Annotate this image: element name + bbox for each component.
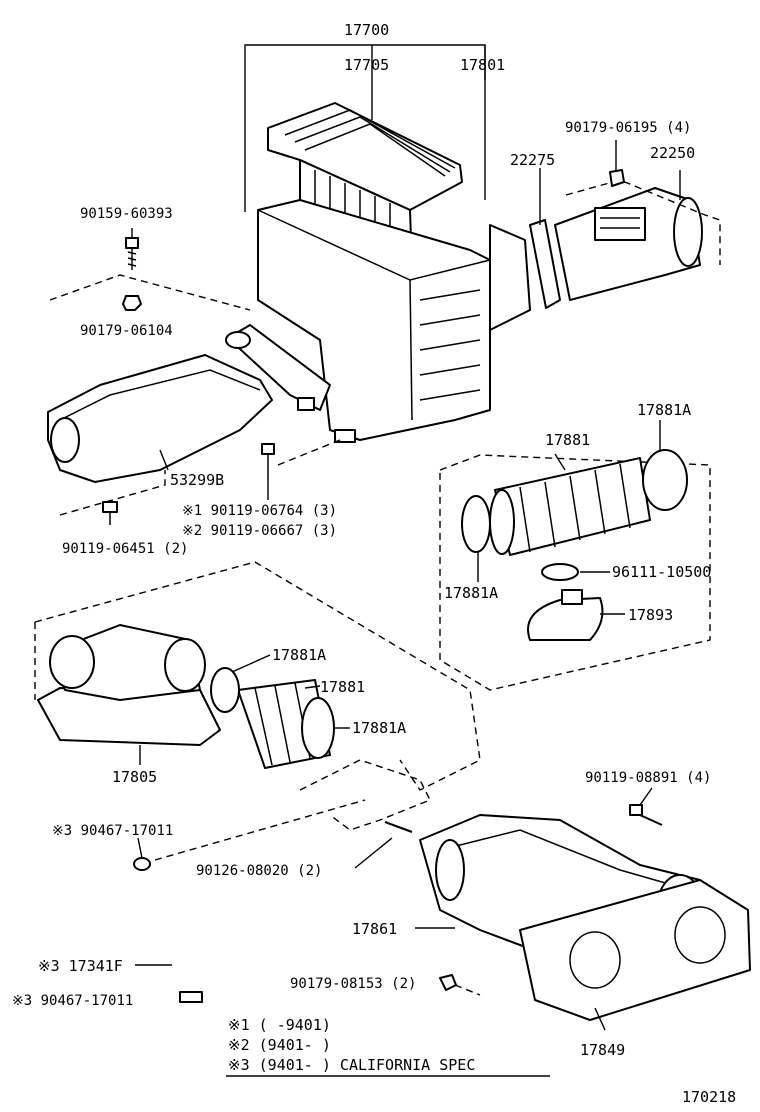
label-17801: 17801 (460, 56, 505, 74)
label-17881A-lower-right: 17881A (444, 584, 498, 602)
label-17881A-upper-left: 17881A (272, 646, 326, 664)
label-17700: 17700 (344, 21, 389, 39)
vent-hose-17341F (93, 867, 192, 996)
label-17893: 17893 (628, 606, 673, 624)
clamp-17881A-upper-right (642, 420, 688, 511)
clamp-90467-17011-lower (179, 991, 203, 1003)
label-22275: 22275 (510, 151, 555, 169)
clamp-96111-10500 (541, 563, 610, 581)
bolt-90159-60393 (125, 228, 139, 270)
label-90179-08153: 90179-08153 (2) (290, 976, 416, 992)
label-90119-06764: ※1 90119-06764 (3) (182, 503, 337, 519)
label-90179-06195: 90179-06195 (4) (565, 120, 691, 136)
intake-duct-53299B (47, 354, 273, 483)
note-3: ※3 (9401- ) CALIFORNIA SPEC (228, 1056, 475, 1074)
clamp-90467-17011-upper (133, 837, 151, 871)
clamp-17881A-lower-left (301, 697, 350, 759)
bolt-90119-06451 (102, 501, 118, 525)
label-17881-right: 17881 (545, 431, 590, 449)
resonator-17893 (527, 589, 625, 641)
air-cleaner-case-17700 (225, 44, 531, 443)
gasket-22275 (529, 168, 561, 309)
label-17881A-upper-right: 17881A (637, 401, 691, 419)
nut-90179-06104 (122, 295, 142, 311)
label-53299B: 53299B (170, 471, 224, 489)
label-90119-06667: ※2 90119-06667 (3) (182, 523, 337, 539)
nut-90179-08153 (439, 974, 481, 996)
label-17881A-lower-left: 17881A (352, 719, 406, 737)
note-1: ※1 ( -9401) (228, 1016, 331, 1034)
note-2: ※2 (9401- ) (228, 1036, 331, 1054)
stud-bolt-90126-08020 (354, 821, 413, 869)
air-flow-meter-22250 (554, 170, 721, 301)
air-hose-17881-right (489, 457, 651, 556)
intake-tube-17805 (37, 624, 221, 765)
label-90119-08891: 90119-08891 (4) (585, 770, 711, 786)
label-90467-17011-upper: ※3 90467-17011 (52, 823, 173, 839)
label-17849: 17849 (580, 1041, 625, 1059)
label-22250: 22250 (650, 144, 695, 162)
label-17805: 17805 (112, 768, 157, 786)
label-90159-60393: 90159-60393 (80, 206, 173, 222)
label-90179-06104: 90179-06104 (80, 323, 173, 339)
nut-90179-06195 (609, 140, 625, 187)
label-90467-17011-lower: ※3 90467-17011 (12, 993, 133, 1009)
bolt-90119-08891 (629, 787, 663, 826)
bolt-90119-06764 (261, 439, 341, 500)
clamp-17881A-upper-left (210, 654, 271, 713)
label-90126-08020: 90126-08020 (2) (196, 863, 322, 879)
label-17705: 17705 (344, 56, 389, 74)
label-90119-06451: 90119-06451 (2) (62, 541, 188, 557)
label-96111-10500: 96111-10500 (612, 563, 711, 581)
clamp-17881A-lower-right (461, 495, 491, 582)
gasket-17849 (519, 879, 751, 1031)
label-17881-left: 17881 (320, 678, 365, 696)
figure-id: 170218 (682, 1088, 736, 1106)
label-17341F: ※3 17341F (38, 957, 123, 975)
label-17861: 17861 (352, 920, 397, 938)
